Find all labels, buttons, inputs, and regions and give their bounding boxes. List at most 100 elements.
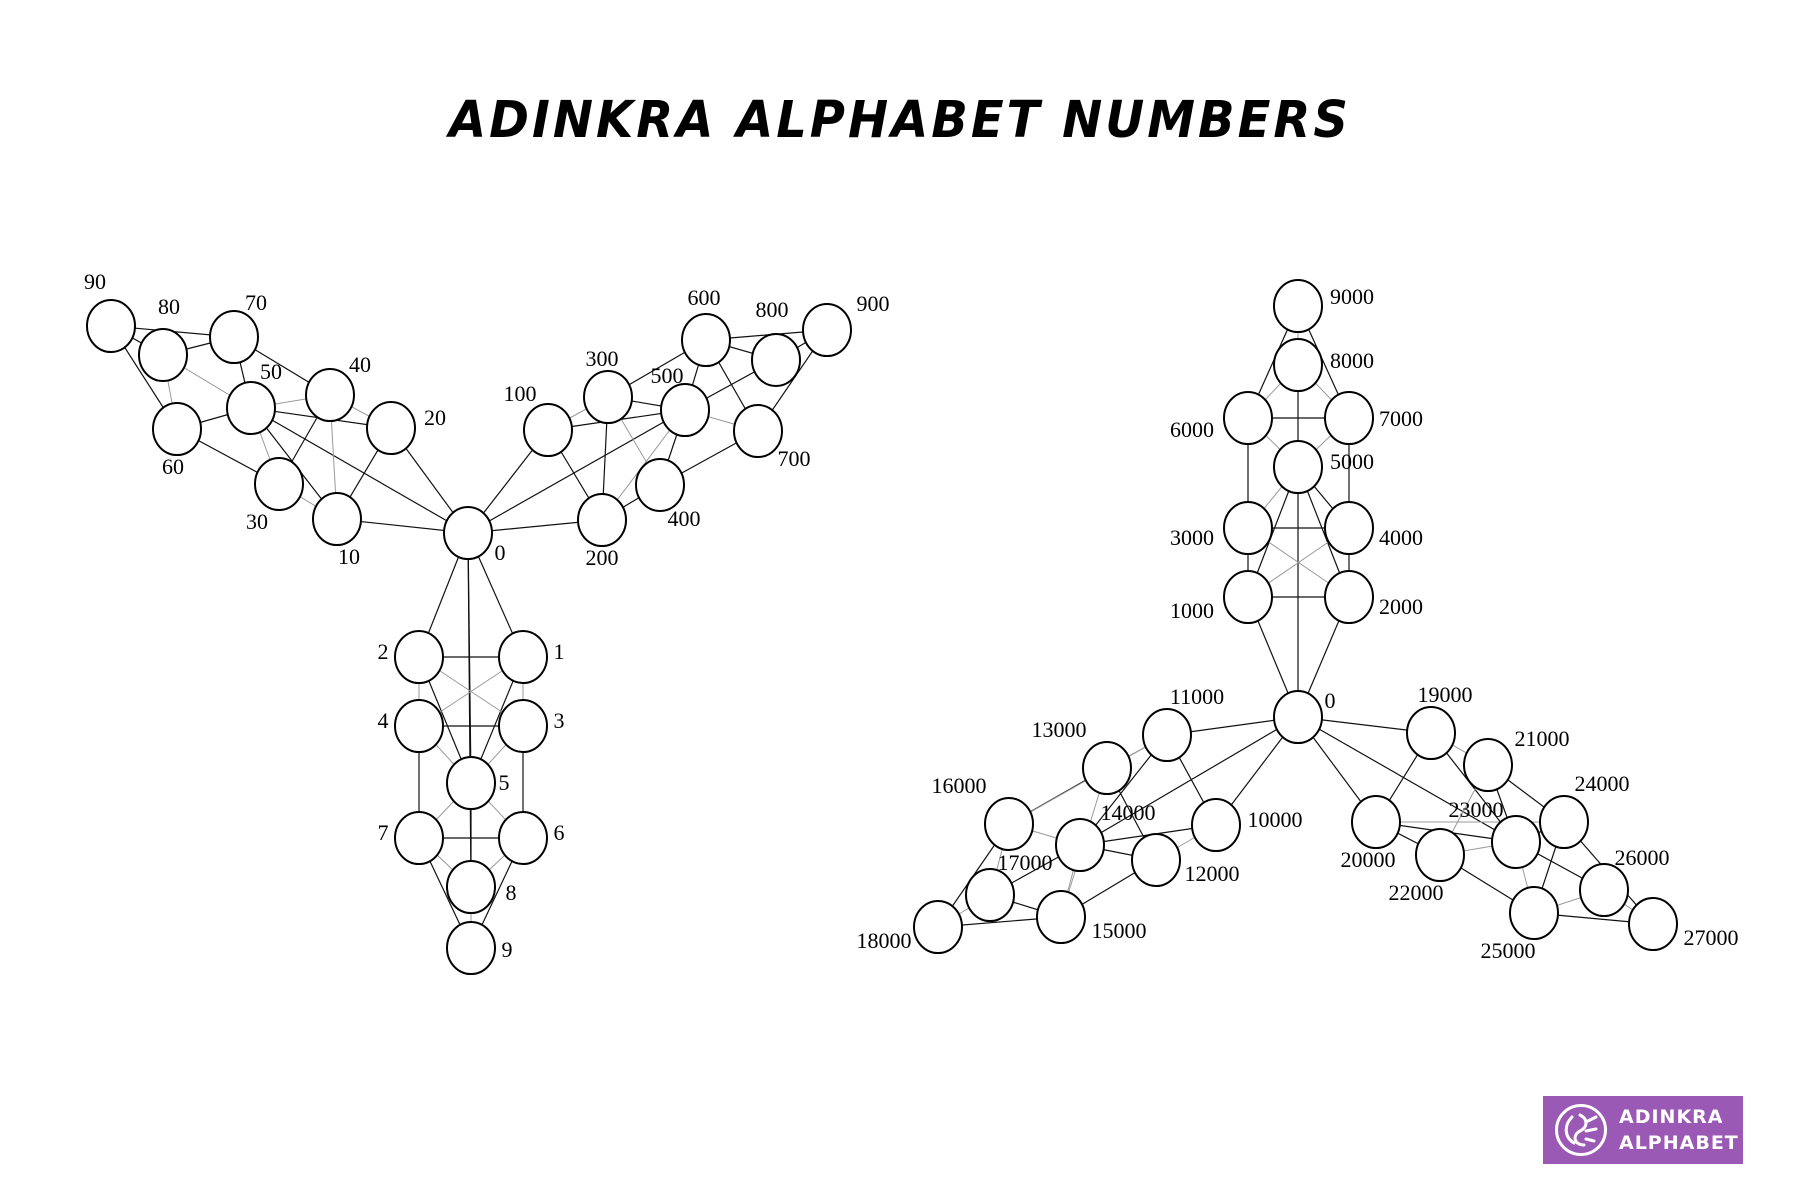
- node-thousands-23000: [1491, 815, 1541, 869]
- node-label-units-tens-hundreds-50: 50: [260, 359, 282, 384]
- node-label-units-tens-hundreds-300: 300: [586, 346, 619, 371]
- node-label-units-tens-hundreds-30: 30: [246, 509, 268, 534]
- node-label-thousands-7000: 7000: [1379, 406, 1423, 431]
- node-units-tens-hundreds-50: [226, 381, 276, 435]
- node-label-units-tens-hundreds-4: 4: [378, 708, 389, 733]
- node-thousands-1000: [1223, 570, 1273, 624]
- node-thousands-4000: [1324, 501, 1374, 555]
- node-units-tens-hundreds-20: [366, 401, 416, 455]
- node-thousands-26000: [1579, 863, 1629, 917]
- node-units-tens-hundreds-1: [498, 630, 548, 684]
- node-label-thousands-20000: 20000: [1341, 847, 1396, 872]
- node-label-thousands-13000: 13000: [1032, 717, 1087, 742]
- node-label-units-tens-hundreds-40: 40: [349, 352, 371, 377]
- node-units-tens-hundreds-7: [394, 811, 444, 865]
- node-label-thousands-9000: 9000: [1330, 284, 1374, 309]
- logo-line-1: ADINKRA: [1619, 1106, 1724, 1128]
- node-units-tens-hundreds-300: [583, 370, 633, 424]
- node-label-thousands-6000: 6000: [1170, 417, 1214, 442]
- adinkra-alphabet-logo: ADINKRA ALPHABET: [1543, 1096, 1743, 1164]
- node-units-tens-hundreds-60: [152, 402, 202, 456]
- node-label-thousands-14000: 14000: [1101, 800, 1156, 825]
- node-thousands-12000: [1131, 833, 1181, 887]
- node-units-tens-hundreds-70: [209, 310, 259, 364]
- node-thousands-17000: [965, 868, 1015, 922]
- node-thousands-22000: [1415, 828, 1465, 882]
- node-label-thousands-19000: 19000: [1418, 682, 1473, 707]
- node-label-units-tens-hundreds-7: 7: [378, 820, 389, 845]
- node-label-thousands-16000: 16000: [932, 773, 987, 798]
- node-label-units-tens-hundreds-10: 10: [338, 544, 360, 569]
- node-label-units-tens-hundreds-5: 5: [499, 770, 510, 795]
- node-units-tens-hundreds-4: [394, 699, 444, 753]
- node-label-units-tens-hundreds-400: 400: [668, 506, 701, 531]
- node-units-tens-hundreds-30: [254, 457, 304, 511]
- node-thousands-3000: [1223, 501, 1273, 555]
- node-thousands-2000: [1324, 570, 1374, 624]
- edge-units-tens-hundreds-0-500: [467, 409, 686, 534]
- node-thousands-0: [1273, 690, 1323, 744]
- node-thousands-21000: [1463, 738, 1513, 792]
- node-label-thousands-12000: 12000: [1185, 861, 1240, 886]
- node-thousands-27000: [1628, 897, 1678, 951]
- node-label-units-tens-hundreds-800: 800: [756, 297, 789, 322]
- node-label-units-tens-hundreds-6: 6: [554, 820, 565, 845]
- node-units-tens-hundreds-90: [86, 299, 136, 353]
- node-label-units-tens-hundreds-900: 900: [857, 291, 890, 316]
- node-label-thousands-25000: 25000: [1481, 938, 1536, 963]
- node-units-tens-hundreds-5: [446, 756, 496, 810]
- node-label-thousands-3000: 3000: [1170, 525, 1214, 550]
- node-thousands-18000: [913, 900, 963, 954]
- node-label-units-tens-hundreds-600: 600: [688, 285, 721, 310]
- node-units-tens-hundreds-9: [446, 921, 496, 975]
- node-units-tens-hundreds-200: [577, 493, 627, 547]
- node-label-units-tens-hundreds-60: 60: [162, 454, 184, 479]
- node-thousands-7000: [1324, 391, 1374, 445]
- node-label-thousands-1000: 1000: [1170, 598, 1214, 623]
- node-units-tens-hundreds-2: [394, 630, 444, 684]
- node-label-thousands-11000: 11000: [1170, 684, 1224, 709]
- node-label-thousands-23000: 23000: [1449, 797, 1504, 822]
- node-units-tens-hundreds-10: [312, 492, 362, 546]
- node-label-units-tens-hundreds-2: 2: [378, 639, 389, 664]
- node-label-units-tens-hundreds-20: 20: [424, 405, 446, 430]
- node-units-tens-hundreds-600: [681, 313, 731, 367]
- node-thousands-14000: [1055, 818, 1105, 872]
- node-label-units-tens-hundreds-8: 8: [506, 880, 517, 905]
- node-units-tens-hundreds-800: [751, 333, 801, 387]
- node-thousands-19000: [1406, 706, 1456, 760]
- node-label-units-tens-hundreds-3: 3: [554, 708, 565, 733]
- node-label-units-tens-hundreds-80: 80: [158, 294, 180, 319]
- node-label-thousands-15000: 15000: [1092, 918, 1147, 943]
- node-units-tens-hundreds-700: [733, 404, 783, 458]
- edge-thousands-0-14000: [1079, 716, 1299, 846]
- node-thousands-6000: [1223, 391, 1273, 445]
- node-thousands-24000: [1539, 795, 1589, 849]
- node-units-tens-hundreds-100: [523, 403, 573, 457]
- node-label-thousands-24000: 24000: [1575, 771, 1630, 796]
- node-label-units-tens-hundreds-1: 1: [554, 639, 565, 664]
- edge-units-tens-hundreds-0-50: [250, 407, 469, 534]
- node-label-units-tens-hundreds-90: 90: [84, 269, 106, 294]
- node-label-units-tens-hundreds-500: 500: [651, 363, 684, 388]
- node-label-thousands-0: 0: [1325, 688, 1336, 713]
- adinkra-symbol-icon: [1555, 1104, 1607, 1156]
- node-label-units-tens-hundreds-9: 9: [502, 937, 513, 962]
- node-thousands-8000: [1273, 338, 1323, 392]
- node-thousands-16000: [984, 797, 1034, 851]
- node-label-thousands-17000: 17000: [998, 850, 1053, 875]
- node-label-thousands-5000: 5000: [1330, 449, 1374, 474]
- node-label-thousands-18000: 18000: [857, 928, 912, 953]
- node-thousands-5000: [1273, 440, 1323, 494]
- node-label-units-tens-hundreds-70: 70: [245, 290, 267, 315]
- node-label-thousands-22000: 22000: [1389, 880, 1444, 905]
- node-units-tens-hundreds-500: [660, 383, 710, 437]
- node-label-thousands-8000: 8000: [1330, 348, 1374, 373]
- node-label-thousands-26000: 26000: [1615, 845, 1670, 870]
- node-units-tens-hundreds-6: [498, 811, 548, 865]
- node-units-tens-hundreds-900: [802, 303, 852, 357]
- node-label-units-tens-hundreds-0: 0: [495, 540, 506, 565]
- node-thousands-13000: [1082, 741, 1132, 795]
- node-label-thousands-4000: 4000: [1379, 525, 1423, 550]
